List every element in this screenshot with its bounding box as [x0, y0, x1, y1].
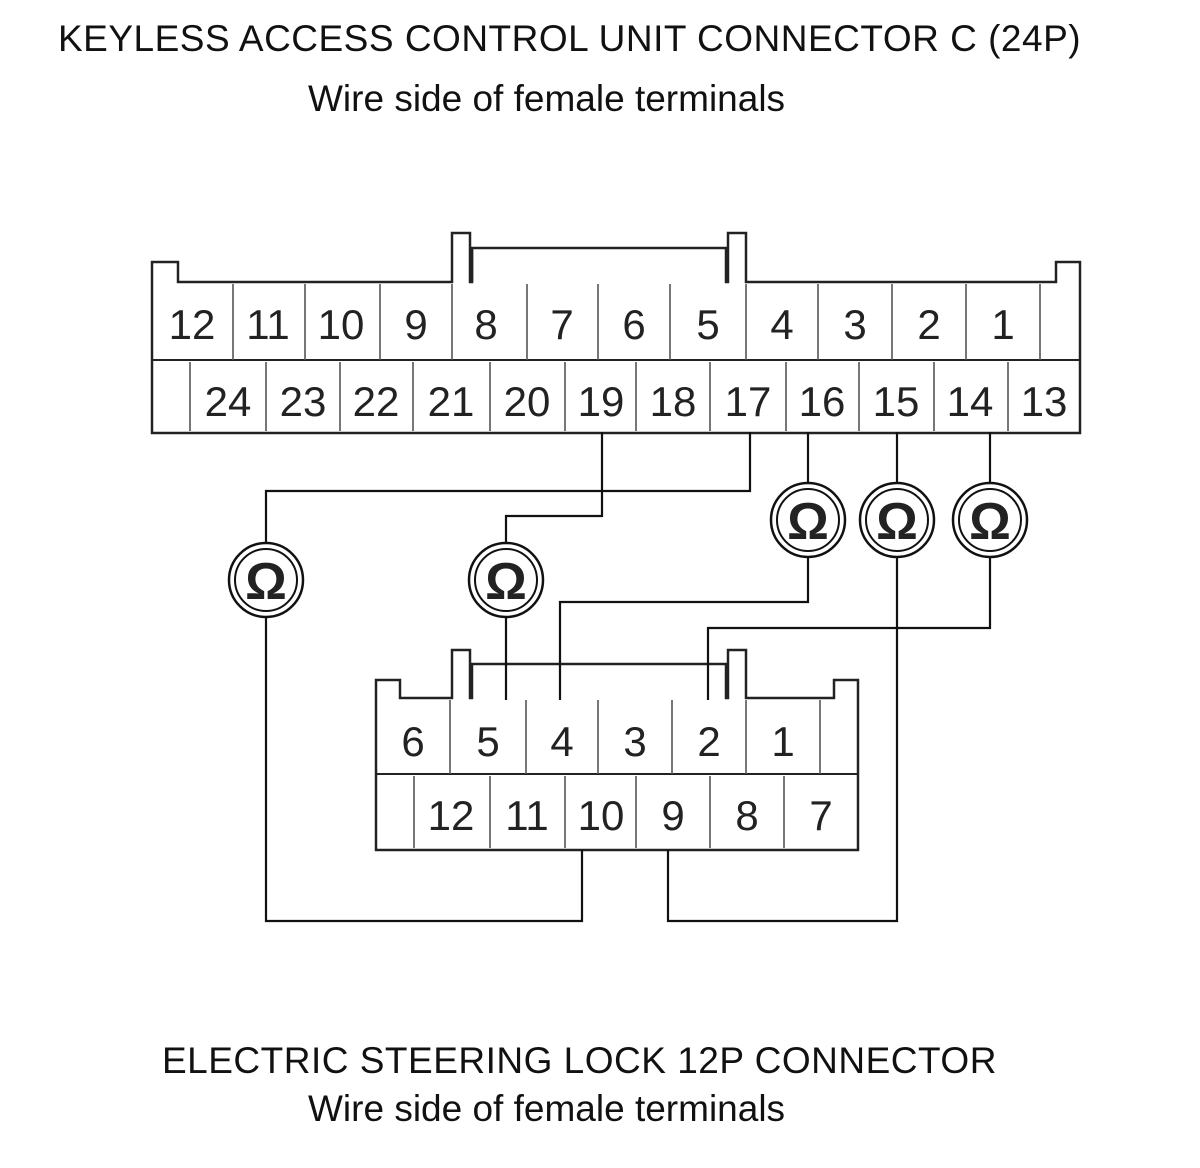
pin-label: 12 — [169, 301, 216, 348]
svg-text:Ω: Ω — [787, 493, 829, 551]
test-wire — [706, 554, 992, 700]
pin-label: 22 — [353, 378, 400, 425]
pin-label: 15 — [873, 378, 920, 425]
pin-label: 7 — [550, 301, 573, 348]
bottom-connector-title: ELECTRIC STEERING LOCK 12P CONNECTOR — [162, 1040, 997, 1081]
pin-label: 6 — [622, 301, 645, 348]
pin-label: 14 — [947, 378, 994, 425]
ohmmeter-icon: Ω — [467, 541, 545, 619]
pin-label: 3 — [623, 718, 646, 765]
pin-label: 7 — [809, 792, 832, 839]
pin-label: 2 — [697, 718, 720, 765]
bottom-connector-housing — [374, 648, 860, 852]
pin-label: 8 — [474, 301, 497, 348]
pin-label: 16 — [799, 378, 846, 425]
pin-label: 13 — [1021, 378, 1068, 425]
top-connector-subtitle: Wire side of female terminals — [308, 78, 786, 119]
svg-text:Ω: Ω — [245, 553, 287, 611]
pin-label: 4 — [770, 301, 793, 348]
pin-label: 8 — [735, 792, 758, 839]
test-wire — [264, 432, 752, 546]
ohmmeter-icon: Ω — [769, 481, 847, 559]
top-connector-housing — [150, 231, 1082, 435]
test-wire — [558, 554, 810, 700]
pin-label: 24 — [205, 378, 252, 425]
svg-text:Ω: Ω — [876, 493, 918, 551]
pin-label: 2 — [917, 301, 940, 348]
pin-label: 23 — [280, 378, 327, 425]
ohmmeter-icon: Ω — [858, 481, 936, 559]
ohmmeter-icon: Ω — [227, 541, 305, 619]
pin-label: 18 — [650, 378, 697, 425]
pin-label: 6 — [401, 718, 424, 765]
pin-label: 19 — [578, 378, 625, 425]
test-wire — [666, 554, 899, 923]
pin-label: 20 — [504, 378, 551, 425]
pin-label: 9 — [404, 301, 427, 348]
pin-label: 10 — [318, 301, 365, 348]
pin-label: 3 — [843, 301, 866, 348]
pin-label: 1 — [771, 718, 794, 765]
test-wire — [264, 614, 584, 923]
ohmmeter-icon: Ω — [951, 481, 1029, 559]
top-connector-title: KEYLESS ACCESS CONTROL UNIT CONNECTOR C … — [58, 18, 1082, 59]
pin-label: 10 — [578, 792, 625, 839]
test-wire — [504, 432, 604, 546]
pin-label: 11 — [246, 301, 290, 348]
svg-text:Ω: Ω — [969, 493, 1011, 551]
bottom-connector-subtitle: Wire side of female terminals — [308, 1088, 786, 1129]
pin-label: 1 — [991, 301, 1014, 348]
pin-label: 5 — [696, 301, 719, 348]
pin-label: 21 — [428, 378, 475, 425]
pin-label: 5 — [476, 718, 499, 765]
svg-text:Ω: Ω — [485, 553, 527, 611]
pin-label: 4 — [550, 718, 573, 765]
pin-label: 9 — [661, 792, 684, 839]
pin-label: 11 — [505, 792, 549, 839]
pin-label: 12 — [428, 792, 475, 839]
pin-label: 17 — [725, 378, 772, 425]
